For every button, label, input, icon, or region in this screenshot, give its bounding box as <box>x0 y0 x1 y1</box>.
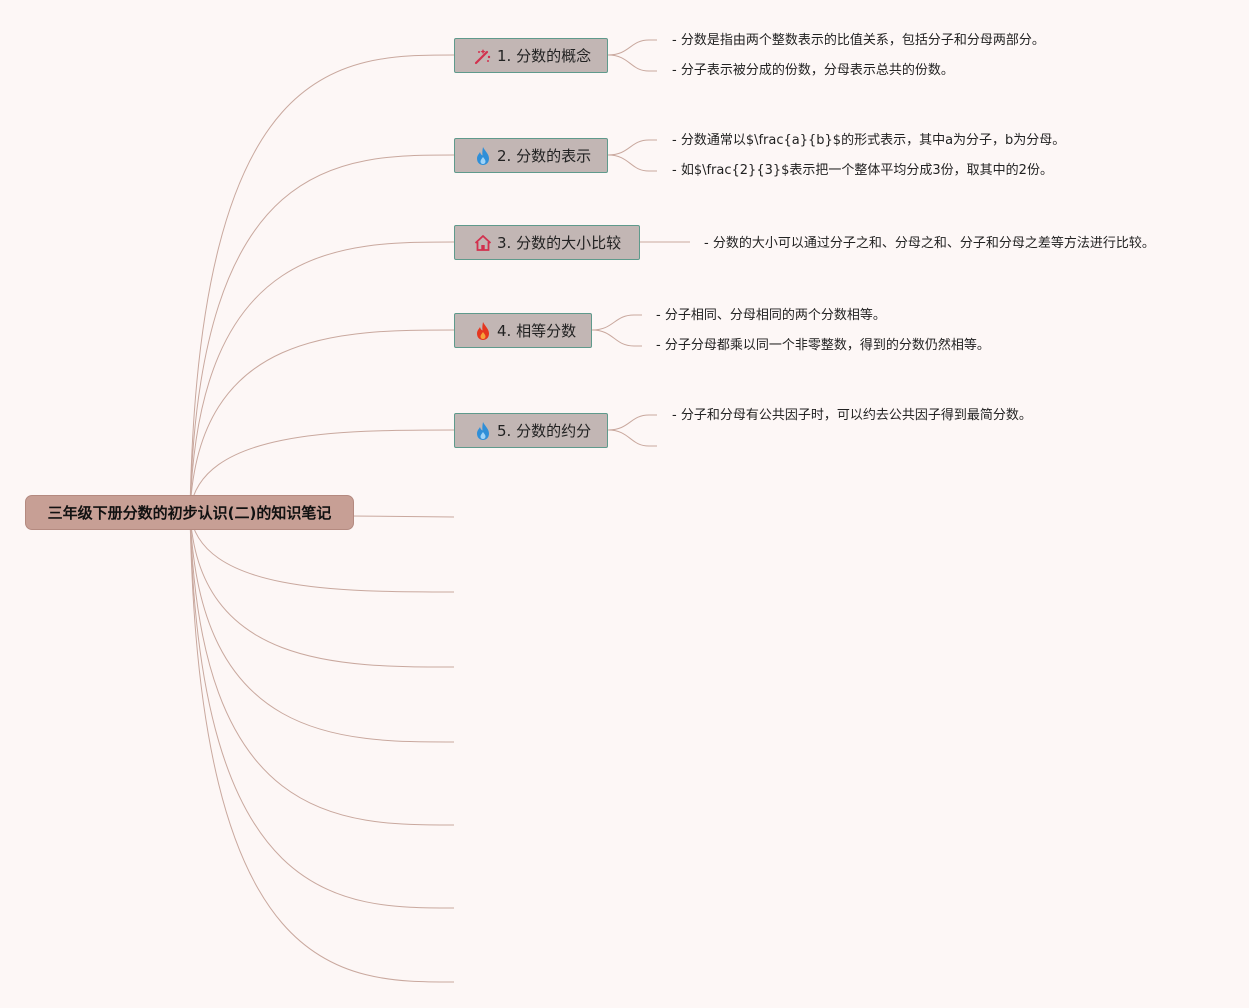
root-topic[interactable]: 三年级下册分数的初步认识(二)的知识笔记 <box>25 495 354 530</box>
note-link <box>607 154 657 172</box>
note-1-1[interactable]: - 分数是指由两个整数表示的比值关系，包括分子和分母两部分。 <box>672 33 1045 48</box>
branch-topic-2[interactable]: 2. 分数的表示 <box>454 138 608 173</box>
branch-label: 1. 分数的概念 <box>497 47 592 65</box>
blue-flame-icon <box>473 421 493 441</box>
root-link <box>189 511 455 668</box>
magic-wand-icon <box>473 46 493 66</box>
root-link <box>189 154 455 513</box>
note-4-2[interactable]: - 分子分母都乘以同一个非零整数，得到的分数仍然相等。 <box>656 338 990 353</box>
red-flame-icon <box>473 321 493 341</box>
note-link <box>607 54 657 72</box>
note-3-1[interactable]: - 分数的大小可以通过分子之和、分母之和、分子和分母之差等方法进行比较。 <box>704 236 1155 251</box>
branch-topic-5[interactable]: 5. 分数的约分 <box>454 413 608 448</box>
root-link <box>189 429 455 513</box>
branch-label: 5. 分数的约分 <box>497 422 592 440</box>
root-link <box>349 515 455 518</box>
note-link <box>607 139 657 156</box>
note-1-2[interactable]: - 分子表示被分成的份数，分母表示总共的份数。 <box>672 63 954 78</box>
branch-label: 4. 相等分数 <box>497 322 577 340</box>
note-5-1[interactable]: - 分子和分母有公共因子时，可以约去公共因子得到最简分数。 <box>672 408 1032 423</box>
branch-label: 3. 分数的大小比较 <box>497 234 622 252</box>
note-link <box>591 314 642 331</box>
root-link <box>189 511 455 983</box>
note-4-1[interactable]: - 分子相同、分母相同的两个分数相等。 <box>656 308 886 323</box>
root-link <box>189 329 455 513</box>
blue-flame-icon <box>473 146 493 166</box>
note-link <box>607 414 657 431</box>
branch-topic-4[interactable]: 4. 相等分数 <box>454 313 592 348</box>
root-link <box>189 511 455 593</box>
note-link <box>607 39 657 56</box>
branch-topic-1[interactable]: 1. 分数的概念 <box>454 38 608 73</box>
branch-label: 2. 分数的表示 <box>497 147 592 165</box>
note-2-1[interactable]: - 分数通常以$\frac{a}{b}$的形式表示，其中a为分子，b为分母。 <box>672 133 1066 148</box>
root-link <box>189 241 455 513</box>
root-link <box>189 511 455 826</box>
root-topic-label: 三年级下册分数的初步认识(二)的知识笔记 <box>47 504 332 522</box>
note-link <box>607 429 657 447</box>
note-link <box>591 329 642 347</box>
note-2-2[interactable]: - 如$\frac{2}{3}$表示把一个整体平均分成3份，取其中的2份。 <box>672 163 1053 178</box>
branch-topic-3[interactable]: 3. 分数的大小比较 <box>454 225 640 260</box>
root-link <box>189 511 455 909</box>
root-link <box>189 54 455 513</box>
house-icon <box>473 233 493 253</box>
root-link <box>189 511 455 743</box>
